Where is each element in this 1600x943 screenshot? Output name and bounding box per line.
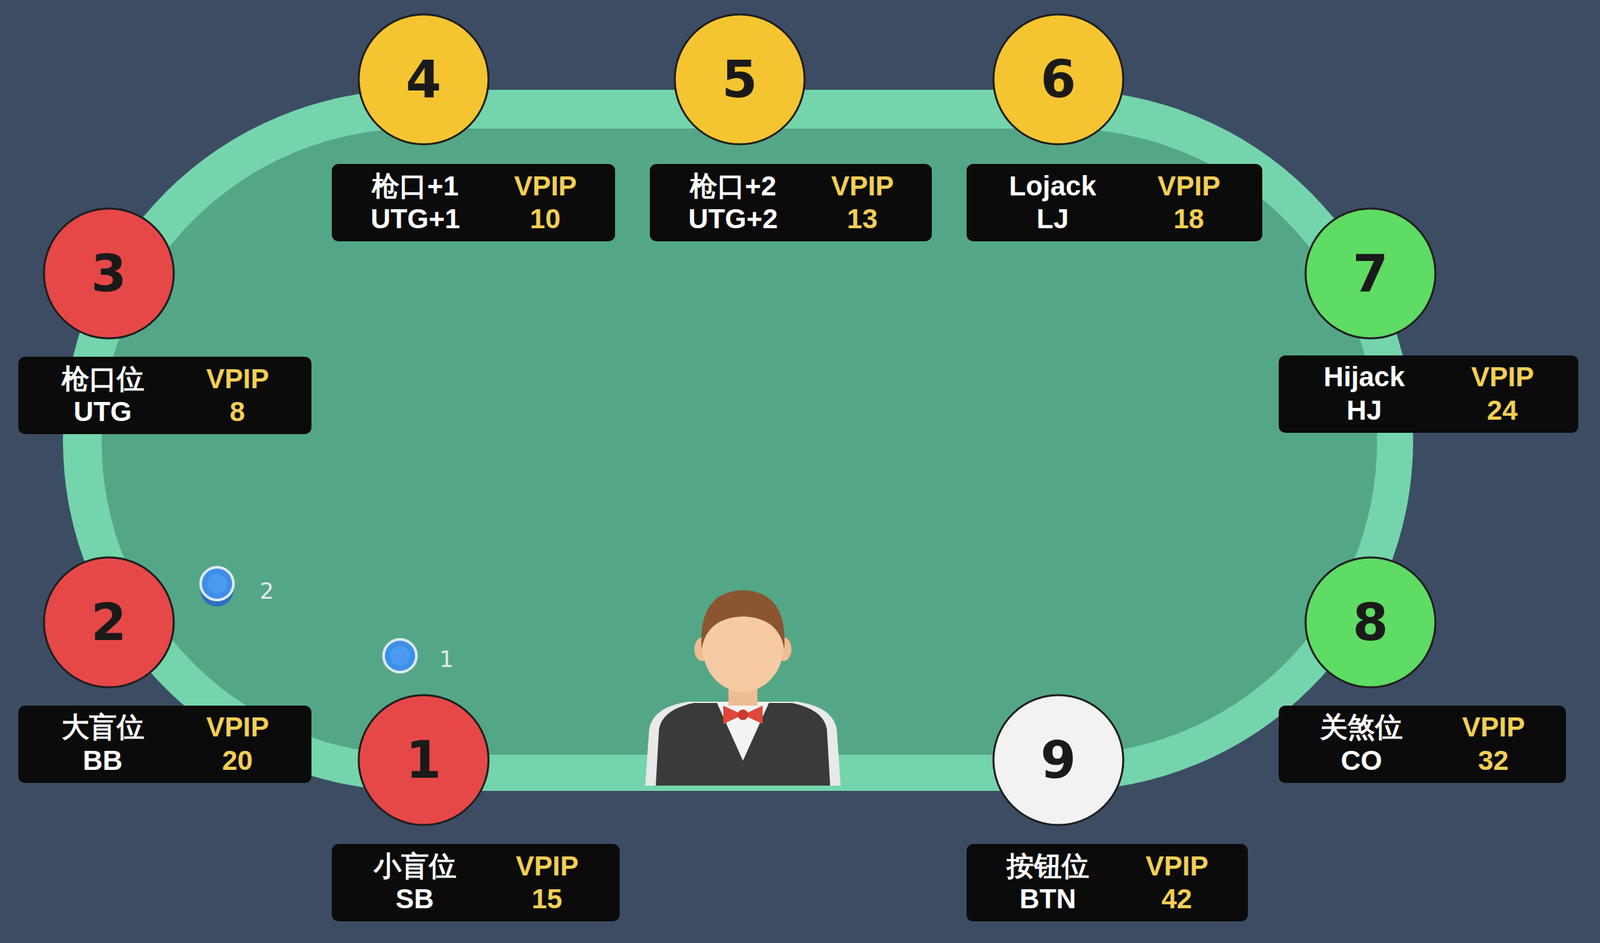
- player-label: 小盲位 SB VPIP 15: [331, 843, 620, 922]
- bet-amount: 2: [259, 579, 275, 602]
- seat-circle: 1: [357, 693, 490, 827]
- seat-circle: 9: [992, 693, 1125, 827]
- vpip-stat: VPIP 20: [206, 710, 269, 778]
- player-label: 按钮位 BTN VPIP 42: [966, 843, 1248, 922]
- player-label: 枪口位 UTG VPIP 8: [18, 356, 312, 435]
- table-felt: [101, 128, 1378, 755]
- bet-amount: 1: [439, 647, 454, 671]
- player-label: Hijack HJ VPIP 24: [1278, 355, 1579, 433]
- vpip-stat: VPIP 10: [514, 169, 577, 237]
- position-name: 枪口+2 UTG+2: [688, 169, 779, 237]
- player-label: 关煞位 CO VPIP 32: [1278, 705, 1566, 783]
- position-name: 小盲位 SB: [373, 849, 457, 917]
- seat-circle: 8: [1304, 556, 1437, 689]
- seat-number: 5: [673, 13, 806, 146]
- position-name: 按钮位 BTN: [1006, 849, 1090, 917]
- seat-circle: 2: [42, 556, 176, 689]
- seat-number: 6: [992, 13, 1125, 146]
- chip: [383, 639, 417, 673]
- position-name: 枪口+1 UTG+1: [370, 169, 461, 237]
- player-label: 枪口+1 UTG+1 VPIP 10: [331, 163, 616, 242]
- vpip-stat: VPIP 24: [1470, 360, 1534, 427]
- seat-number: 8: [1304, 556, 1437, 689]
- seat-circle: 3: [42, 207, 176, 340]
- seat-number: 4: [357, 13, 490, 146]
- player-label: 大盲位 BB VPIP 20: [18, 705, 312, 783]
- table-rail: [62, 89, 1414, 791]
- chip-stack: [200, 567, 234, 607]
- player-label: Lojack LJ VPIP 18: [966, 163, 1263, 242]
- seat-circle: 5: [673, 13, 806, 146]
- vpip-stat: VPIP 18: [1157, 169, 1220, 237]
- vpip-stat: VPIP 42: [1145, 849, 1208, 917]
- dealer-figure: [645, 590, 841, 786]
- position-name: 关煞位 CO: [1320, 710, 1403, 778]
- seat-number: 3: [42, 207, 176, 340]
- seat-number: 1: [357, 693, 490, 827]
- vpip-stat: VPIP 15: [516, 849, 579, 917]
- seat-number: 2: [42, 556, 176, 689]
- vpip-stat: VPIP 32: [1462, 710, 1525, 778]
- position-name: 大盲位 BB: [61, 710, 145, 778]
- seat-number: 7: [1304, 207, 1437, 340]
- seat-number: 9: [992, 693, 1125, 827]
- seat-circle: 6: [992, 13, 1125, 146]
- seat-circle: 7: [1304, 207, 1437, 340]
- vpip-stat: VPIP 13: [830, 169, 894, 237]
- player-label: 枪口+2 UTG+2 VPIP 13: [649, 163, 932, 242]
- vpip-stat: VPIP 8: [206, 362, 269, 429]
- seat-circle: 4: [357, 13, 490, 146]
- position-name: 枪口位 UTG: [61, 362, 145, 429]
- position-name: Hijack HJ: [1323, 360, 1406, 427]
- position-name: Lojack LJ: [1009, 169, 1097, 237]
